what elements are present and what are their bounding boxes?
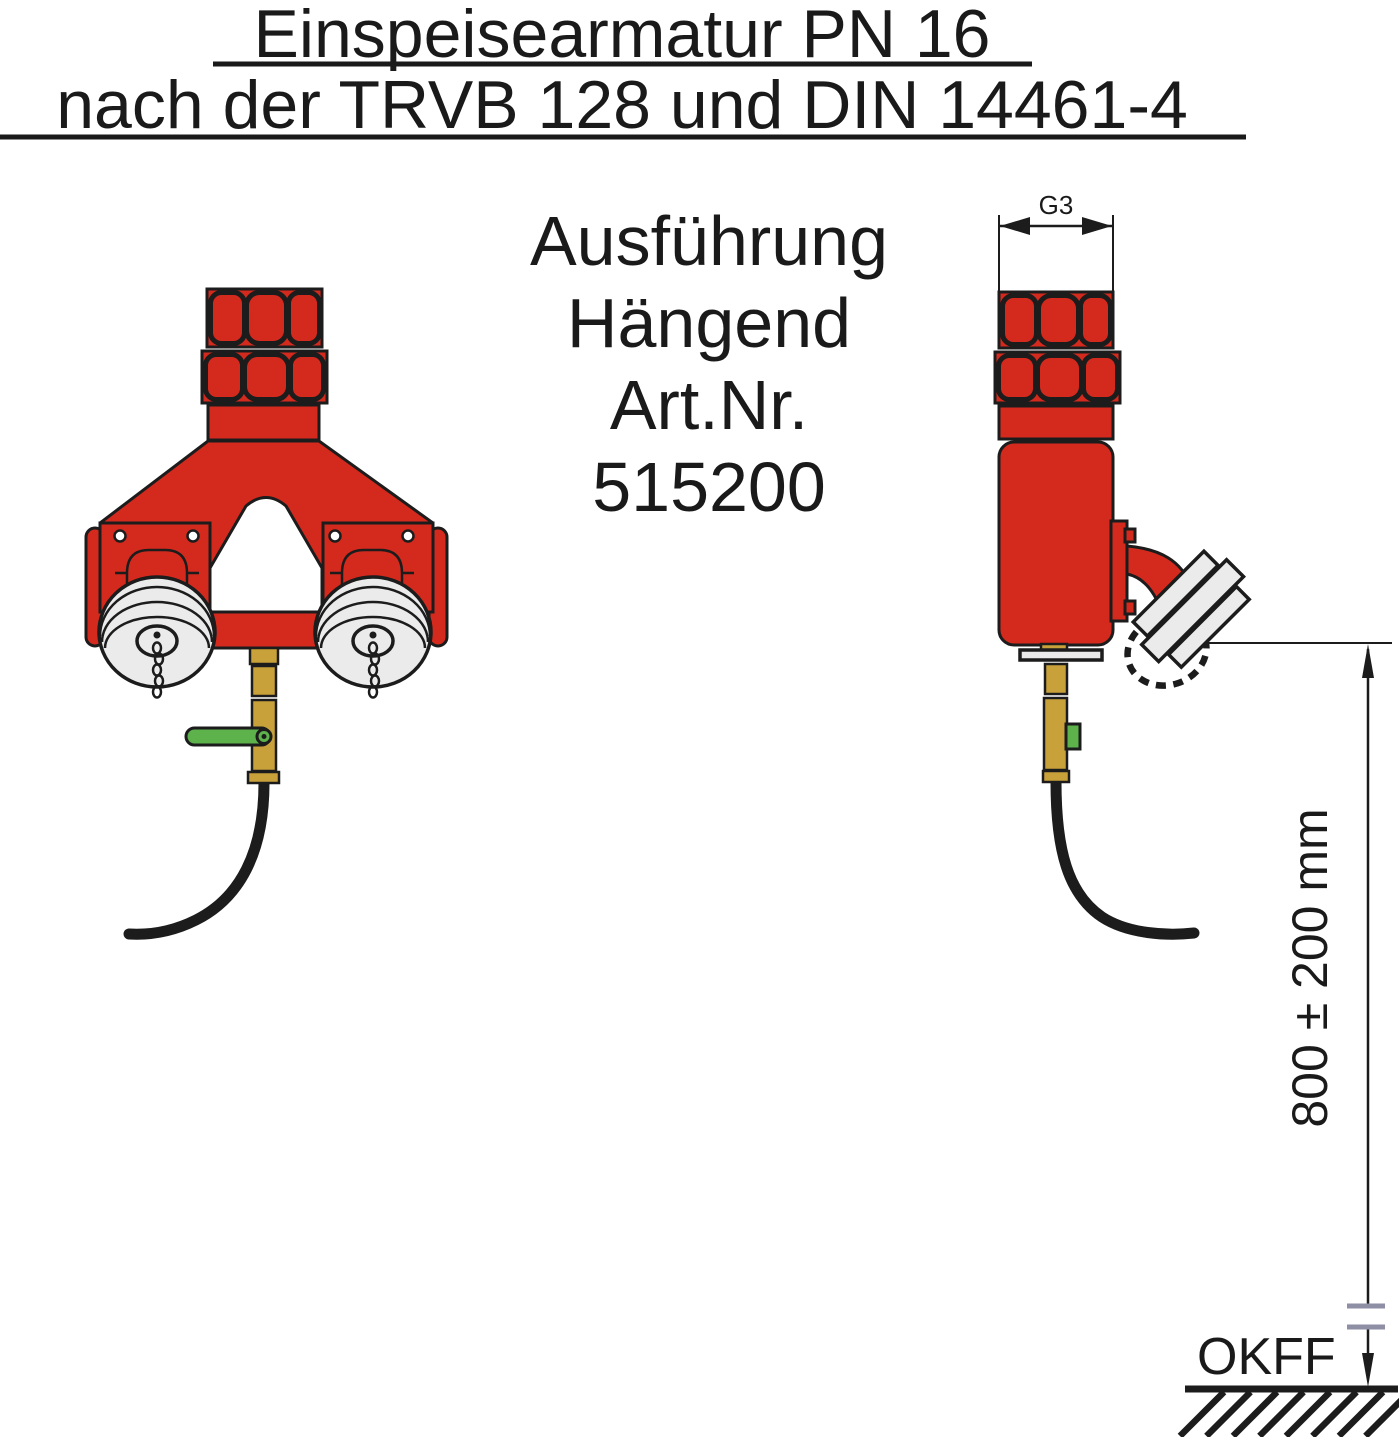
arrowhead-up (1362, 644, 1374, 678)
bottom-flange-plate (1018, 648, 1104, 662)
nut-facet (1078, 293, 1113, 347)
cap-chain (151, 641, 165, 699)
flange-tab (1123, 527, 1137, 544)
stem-section (1043, 662, 1069, 696)
front-crossbar (208, 610, 324, 650)
nut-facet (208, 290, 247, 346)
stem-section (248, 646, 280, 666)
article-number-label: Art.Nr. (610, 366, 808, 444)
valve-handle-knob (1064, 722, 1082, 751)
hatch-stroke (1257, 1389, 1306, 1437)
cap-rim-ring (100, 600, 214, 643)
coupling-lug-plate (1130, 548, 1221, 639)
hatch-stroke (1310, 1389, 1359, 1437)
cap-center (351, 624, 395, 658)
thread-size-label: G3 (1039, 190, 1074, 220)
nut-facet (242, 352, 291, 402)
front-view (84, 287, 449, 940)
nut-facet (288, 352, 326, 402)
title-line-1: Einspeisearmatur PN 16 (253, 0, 990, 72)
chain-link (151, 685, 163, 699)
front-drain-hose (123, 777, 270, 940)
storz-blind-cap-right (313, 575, 433, 699)
bolt (186, 529, 200, 543)
side-view: G3 (993, 190, 1252, 940)
cap-rim-ring (314, 585, 432, 637)
floor-reference-label: OKFF (1197, 1328, 1336, 1386)
stem-section (250, 664, 278, 698)
arrowhead-left (1000, 217, 1030, 235)
cap-rim-ring (103, 615, 211, 649)
floor-reference: OKFF (1177, 1328, 1399, 1437)
side-neck (997, 404, 1115, 441)
front-neck (206, 403, 321, 442)
nut-facet (1081, 353, 1120, 402)
nut-facet (1000, 293, 1039, 347)
housing-arch-detail (115, 548, 199, 605)
outlet-coupling-45deg (1130, 548, 1252, 670)
execution-value: Hängend (567, 284, 851, 362)
cap-rim-ring (316, 600, 430, 643)
article-number-value: 515200 (592, 448, 826, 526)
cap-rim-ring (98, 585, 216, 637)
stem-collar (246, 770, 281, 785)
hatch-stroke (1363, 1397, 1399, 1437)
nut-facet (1035, 353, 1084, 402)
cap-rim-ring (319, 615, 427, 649)
front-hex-nut-top (205, 287, 324, 349)
chain-anchor (153, 631, 161, 639)
stem-section (1042, 696, 1069, 772)
nut-facet (1036, 293, 1081, 347)
bolt (328, 529, 342, 543)
flange-tab (1123, 599, 1137, 616)
handle-pivot-pin (261, 734, 267, 739)
nut-facet (996, 353, 1038, 402)
hatch-stroke (1230, 1389, 1280, 1437)
drawing-title: Einspeisearmatur PN 16 nach der TRVB 128… (0, 0, 1246, 143)
ground-hatching (1177, 1389, 1399, 1437)
cap-center (135, 624, 179, 658)
chain-anchor (369, 631, 377, 639)
product-info-block: Ausführung Hängend Art.Nr. 515200 (530, 202, 888, 526)
side-valve-stem (1041, 662, 1082, 784)
title-line-2: nach der TRVB 128 und DIN 14461-4 (56, 67, 1188, 143)
bolt (401, 529, 415, 543)
front-body-arch-cutout (208, 496, 324, 614)
front-hex-nut-bottom (200, 349, 329, 405)
nut-facet (286, 290, 322, 346)
housing-arch-detail (330, 548, 414, 605)
nut-facet (244, 290, 289, 346)
front-valve-stem (184, 646, 281, 785)
coupling-body (1139, 557, 1247, 665)
storz-blind-cap-left (97, 575, 217, 699)
nut-facet (203, 352, 245, 402)
hatch-stroke (1336, 1389, 1386, 1437)
arrowhead-right (1082, 217, 1112, 235)
hatch-stroke (1283, 1389, 1333, 1437)
coupling-blind-cap (1166, 584, 1252, 670)
side-hex-nut-bottom (993, 350, 1122, 405)
side-hex-nut-top (997, 290, 1115, 350)
bolt (113, 529, 127, 543)
hatch-stroke (1177, 1389, 1227, 1437)
height-dimension: 800 ± 200 mm (1206, 642, 1392, 1387)
side-drain-hose (1050, 776, 1200, 940)
stem-collar (1041, 769, 1071, 784)
side-main-body (997, 440, 1115, 647)
arrowhead-down (1362, 1353, 1374, 1387)
g3-dimension: G3 (998, 190, 1114, 291)
cap-chain (367, 641, 381, 699)
chain-link (367, 685, 379, 699)
execution-label: Ausführung (530, 202, 888, 280)
mounting-height-label: 800 ± 200 mm (1282, 808, 1338, 1127)
hatch-stroke (1204, 1389, 1253, 1437)
